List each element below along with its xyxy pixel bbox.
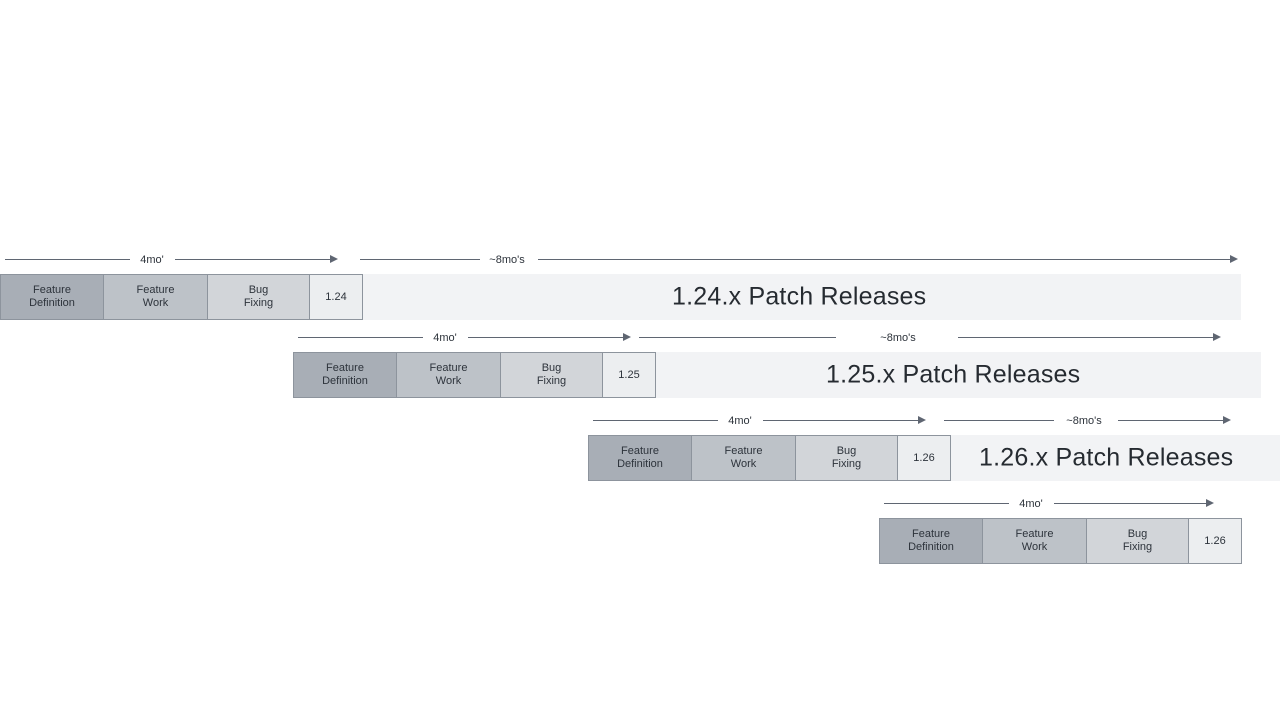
dev-arrow-label-row-3: 4mo' <box>728 415 752 427</box>
dev-arrow-head-row-4 <box>1206 499 1214 507</box>
patch-releases-label-row-3: 1.26.x Patch Releases <box>979 443 1234 472</box>
patch-arrow-head-row-1 <box>1230 255 1238 263</box>
dev-arrow-segment-right-row-2 <box>468 337 623 338</box>
phase-label-line2: Definition <box>908 541 954 553</box>
patch-releases-label-row-1: 1.24.x Patch Releases <box>672 282 927 311</box>
dev-arrow-label-row-4: 4mo' <box>1019 498 1043 510</box>
phase-label-line1: Feature <box>429 362 468 374</box>
dev-arrow-head-row-1 <box>330 255 338 263</box>
phase-label-line2: Work <box>1021 541 1048 553</box>
dev-arrow-segment-left-row-2 <box>298 337 423 338</box>
phase-label-line2: Work <box>142 297 169 309</box>
phase-boxes-row-2: Feature Definition Feature Work Bug Fixi… <box>293 352 656 398</box>
patch-arrow-segment-right-row-3 <box>1118 420 1223 421</box>
phase-feature-definition-row-4[interactable]: Feature Definition <box>879 518 982 564</box>
version-box-row-2[interactable]: 1.25 <box>602 352 656 398</box>
phase-boxes-row-4: Feature Definition Feature Work Bug Fixi… <box>879 518 1242 564</box>
phase-feature-definition-row-3[interactable]: Feature Definition <box>588 435 691 481</box>
patch-arrow-label-row-2: ~8mo's <box>880 332 916 344</box>
phase-label-line1: Feature <box>912 528 950 540</box>
phase-label-line1: Bug <box>248 284 269 296</box>
version-label: 1.24 <box>325 290 347 303</box>
dev-arrow-segment-left-row-3 <box>593 420 718 421</box>
phase-label-line1: Feature <box>33 284 71 296</box>
dev-arrow-segment-right-row-1 <box>175 259 330 260</box>
patch-arrow-label-row-1: ~8mo's <box>489 254 525 266</box>
phase-label-line1: Feature <box>621 445 659 457</box>
phase-label-line2: Work <box>730 458 757 470</box>
phase-feature-work-row-1[interactable]: Feature Work <box>103 274 207 320</box>
release-row-2: 1.25.x Patch Releases Feature Definition… <box>293 352 1261 398</box>
phase-label-line1: Bug <box>836 445 857 457</box>
patch-arrow-segment-left-row-1 <box>360 259 480 260</box>
phase-label-line1: Feature <box>724 445 763 457</box>
dev-arrow-segment-left-row-4 <box>884 503 1009 504</box>
phase-label-line1: Feature <box>1015 528 1054 540</box>
phase-bug-fixing-row-4[interactable]: Bug Fixing <box>1086 518 1188 564</box>
phase-label-line2: Definition <box>617 458 663 470</box>
phase-label-line2: Fixing <box>1122 541 1153 553</box>
patch-arrow-segment-right-row-1 <box>538 259 1230 260</box>
phase-label-line2: Fixing <box>536 375 567 387</box>
version-box-row-1[interactable]: 1.24 <box>309 274 363 320</box>
phase-boxes-row-1: Feature Definition Feature Work Bug Fixi… <box>0 274 363 320</box>
dev-arrow-head-row-3 <box>918 416 926 424</box>
phase-feature-work-row-4[interactable]: Feature Work <box>982 518 1086 564</box>
release-row-1: 1.24.x Patch Releases Feature Definition… <box>0 274 1241 320</box>
phase-label-line1: Bug <box>541 362 562 374</box>
dev-arrow-segment-right-row-4 <box>1054 503 1206 504</box>
timeline-arrows-row-2: 4mo' ~8mo's <box>293 328 1233 348</box>
dev-arrow-segment-left-row-1 <box>5 259 130 260</box>
dev-arrow-segment-right-row-3 <box>763 420 918 421</box>
dev-arrow-label-row-1: 4mo' <box>140 254 164 266</box>
phase-label-line2: Fixing <box>243 297 274 309</box>
timeline-arrows-row-4: 4mo' <box>879 494 1214 514</box>
patch-releases-label-row-2: 1.25.x Patch Releases <box>826 360 1081 389</box>
version-box-row-3[interactable]: 1.26 <box>897 435 951 481</box>
patch-arrow-head-row-3 <box>1223 416 1231 424</box>
timeline-arrows-row-1: 4mo' ~8mo's <box>0 250 1240 270</box>
phase-label-line2: Work <box>435 375 462 387</box>
timeline-arrows-row-3: 4mo' ~8mo's <box>588 411 1233 431</box>
phase-feature-definition-row-1[interactable]: Feature Definition <box>0 274 103 320</box>
phase-label-line2: Definition <box>29 297 75 309</box>
phase-feature-definition-row-2[interactable]: Feature Definition <box>293 352 396 398</box>
phase-label-line2: Fixing <box>831 458 862 470</box>
phase-label-line1: Bug <box>1127 528 1148 540</box>
phase-label-line1: Feature <box>136 284 175 296</box>
phase-feature-work-row-2[interactable]: Feature Work <box>396 352 500 398</box>
phase-feature-work-row-3[interactable]: Feature Work <box>691 435 795 481</box>
version-label: 1.26 <box>913 451 935 464</box>
patch-arrow-segment-left-row-2 <box>639 337 836 338</box>
phase-bug-fixing-row-3[interactable]: Bug Fixing <box>795 435 897 481</box>
patch-arrow-segment-right-row-2 <box>958 337 1213 338</box>
release-row-4: Feature Definition Feature Work Bug Fixi… <box>879 518 1242 564</box>
release-row-3: 1.26.x Patch Releases Feature Definition… <box>588 435 1280 481</box>
phase-bug-fixing-row-2[interactable]: Bug Fixing <box>500 352 602 398</box>
version-box-row-4[interactable]: 1.26 <box>1188 518 1242 564</box>
patch-arrow-head-row-2 <box>1213 333 1221 341</box>
patch-arrow-label-row-3: ~8mo's <box>1066 415 1102 427</box>
version-label: 1.25 <box>618 368 640 381</box>
phase-boxes-row-3: Feature Definition Feature Work Bug Fixi… <box>588 435 951 481</box>
phase-bug-fixing-row-1[interactable]: Bug Fixing <box>207 274 309 320</box>
version-label: 1.26 <box>1204 534 1226 547</box>
dev-arrow-label-row-2: 4mo' <box>433 332 457 344</box>
dev-arrow-head-row-2 <box>623 333 631 341</box>
phase-label-line1: Feature <box>326 362 364 374</box>
phase-label-line2: Definition <box>322 375 368 387</box>
patch-arrow-segment-left-row-3 <box>944 420 1054 421</box>
